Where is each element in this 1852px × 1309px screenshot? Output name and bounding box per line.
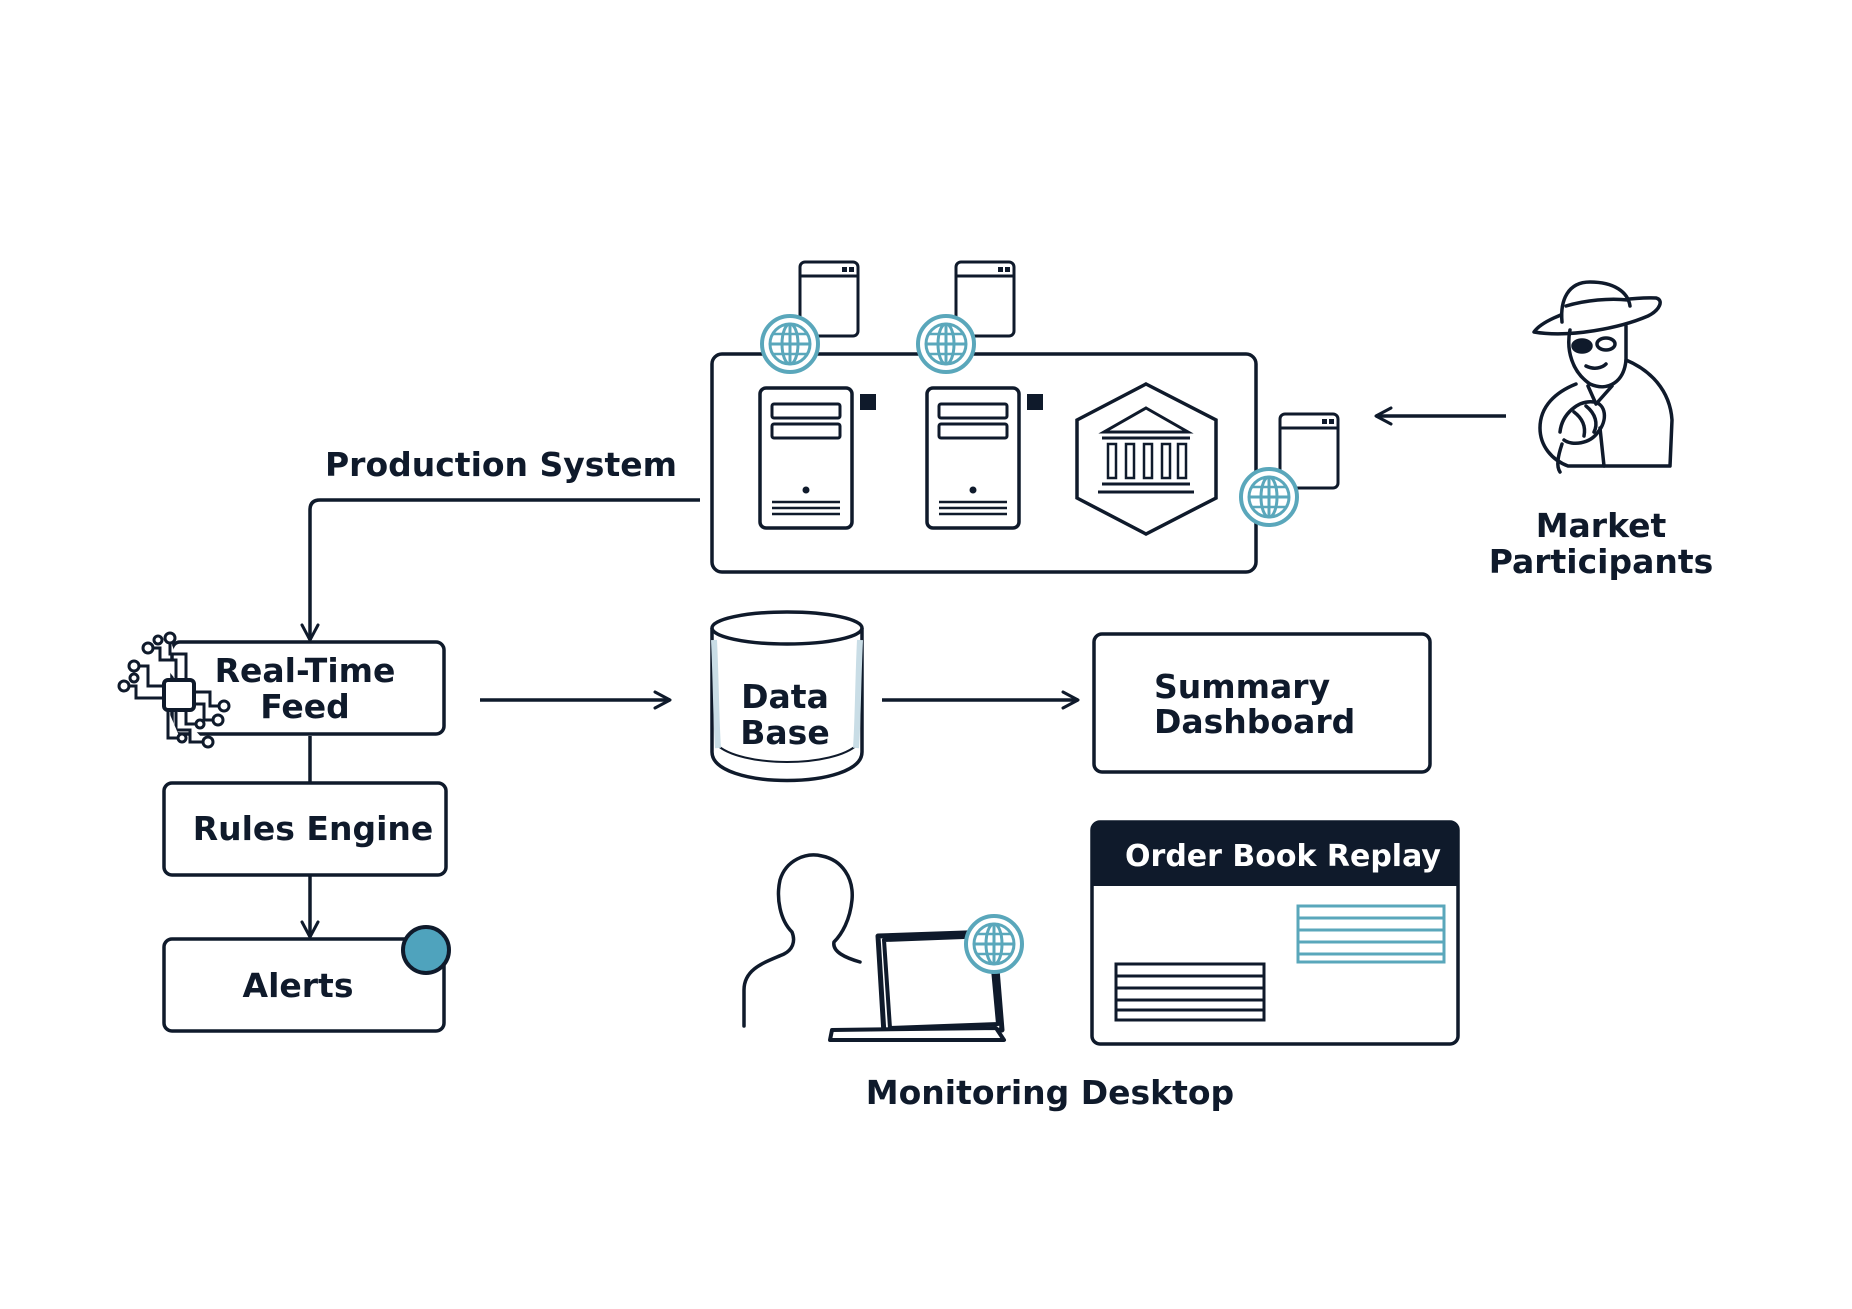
globe-icon — [964, 914, 1024, 974]
globe-icon — [1239, 467, 1299, 527]
order-book-replay-window — [1090, 820, 1460, 1046]
globe-icon — [760, 314, 820, 374]
order-book-bid-table — [1114, 962, 1266, 1022]
globe-icon — [916, 314, 976, 374]
circuit-chip-icon — [117, 631, 231, 749]
alerts-box — [162, 937, 446, 1033]
market-participants-label-line2: Participants — [1489, 542, 1714, 581]
database-label-line1: Data — [741, 677, 829, 716]
database-label-line2: Base — [740, 713, 829, 752]
production-system-label: Production System — [325, 445, 677, 484]
alerts-label: Alerts — [243, 966, 354, 1005]
rules-engine-label: Rules Engine — [193, 809, 434, 848]
summary-dashboard-label-line1: Summary — [1154, 667, 1330, 706]
market-participants-label-line1: Market — [1536, 506, 1667, 545]
rules-engine-box — [162, 781, 448, 877]
summary-dashboard-label-line2: Dashboard — [1154, 702, 1355, 741]
spy-icon — [1532, 280, 1674, 474]
order-book-ask-table — [1296, 904, 1446, 964]
person-icon — [742, 853, 862, 1028]
realtime-feed-label-line1: Real-Time — [215, 651, 396, 690]
realtime-feed-label-line2: Feed — [260, 687, 350, 726]
database-icon — [710, 610, 864, 783]
production-to-feed-connector — [300, 498, 700, 642]
bank-icon — [1075, 382, 1218, 536]
production-system-group — [710, 260, 1340, 574]
monitoring-desktop-label: Monitoring Desktop — [866, 1073, 1234, 1112]
alert-indicator-dot — [401, 925, 451, 975]
order-book-replay-title: Order Book Replay — [1125, 839, 1441, 874]
summary-dashboard-box — [1092, 632, 1432, 774]
